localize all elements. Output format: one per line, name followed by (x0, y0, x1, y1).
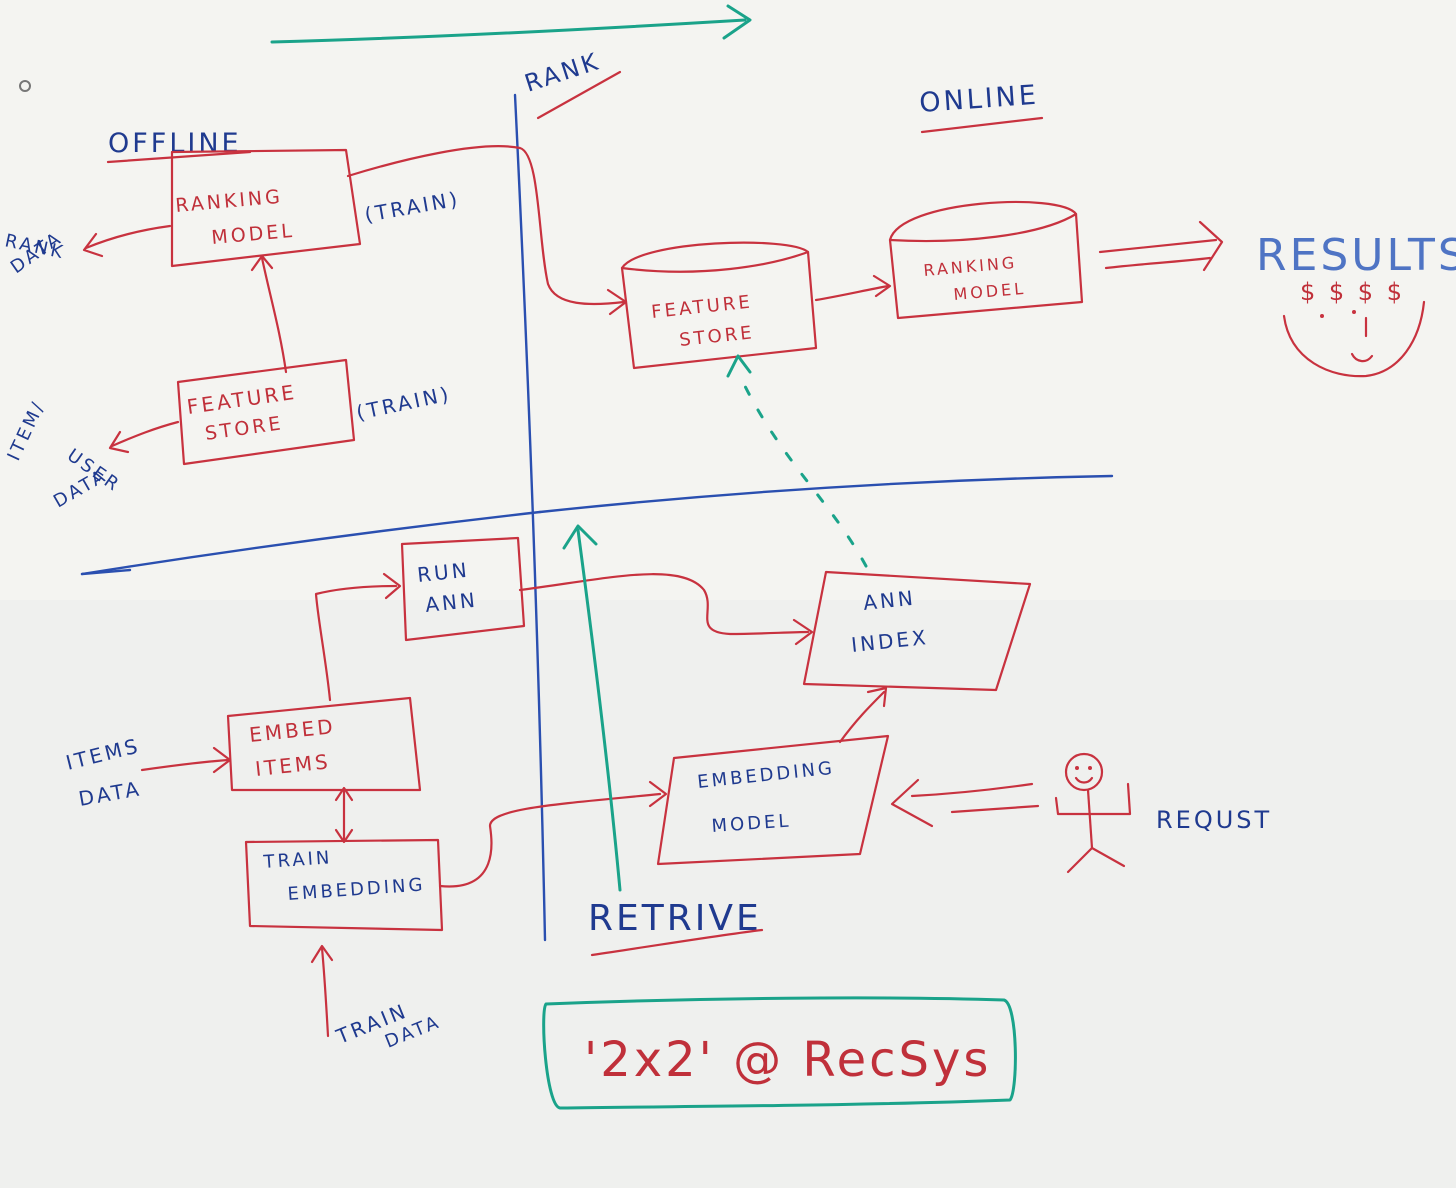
smiley-face-icon (1282, 300, 1426, 378)
ann-index-box: ANN INDEX (802, 570, 1032, 692)
board-pin (19, 80, 31, 92)
item-user-data-arrow (108, 420, 180, 454)
stick-figure-user-icon (1054, 752, 1132, 874)
offline-underline (106, 150, 252, 164)
rank-data-arrow (82, 224, 172, 258)
horizontal-axis-left (80, 510, 542, 576)
results-money: $ $ $ $ (1300, 278, 1405, 306)
svg-text:RUN: RUN (416, 558, 471, 587)
vertical-axis (513, 93, 547, 942)
title-box (542, 996, 1017, 1110)
svg-text:TRAIN: TRAIN (262, 847, 333, 873)
online-underline (920, 116, 1044, 134)
retrive-to-rank-green-arrow (562, 524, 622, 892)
svg-text:ANN: ANN (424, 588, 479, 617)
run-ann-to-ann-index-arrow (518, 573, 814, 646)
top-green-arrow (270, 4, 752, 44)
train-embedding-to-embedding-model-arrow (438, 780, 668, 888)
rank-underline (536, 70, 622, 120)
request-label: REQUST (1156, 806, 1272, 834)
run-ann-box: RUN ANN (400, 536, 526, 642)
request-arrow (890, 778, 1040, 828)
retrive-underline (590, 928, 764, 957)
feature-to-ranking-arrow (250, 254, 288, 374)
feature-store-to-ranking-online-arrow (814, 274, 892, 302)
whiteboard-glare (0, 0, 1456, 600)
embedding-model-to-ann-index-arrow (838, 686, 888, 744)
train-data-arrow (310, 944, 334, 1038)
retrive-heading: RETRIVE (588, 898, 762, 939)
horizontal-axis-tick (80, 568, 132, 576)
svg-text:ANN: ANN (862, 586, 917, 615)
train-to-embed-double-arrow (334, 786, 354, 844)
items-data-arrow (140, 746, 232, 774)
results-double-arrow (1098, 220, 1224, 272)
embed-to-run-ann-arrow (314, 572, 402, 702)
results-label: RESULTS (1256, 230, 1456, 281)
ann-to-feature-store-dashed-arrow (726, 354, 868, 568)
title-text: '2x2' @ RecSys (584, 1032, 991, 1088)
horizontal-axis-right (538, 474, 1114, 514)
